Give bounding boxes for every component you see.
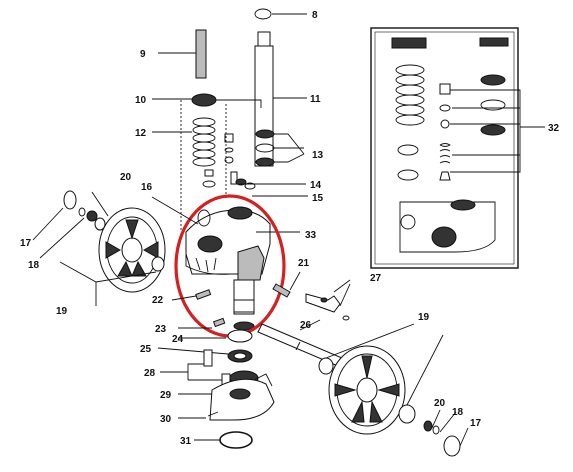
left-wheel (94, 207, 166, 293)
label-18-right: 18 (452, 407, 464, 418)
inset-detail-panel (370, 27, 545, 269)
label-32: 32 (548, 123, 560, 134)
label-17-right: 17 (470, 418, 482, 429)
label-18-left: 18 (28, 260, 40, 271)
bearing-25 (157, 347, 253, 363)
label-16: 16 (141, 182, 153, 193)
label-19-left: 19 (56, 306, 68, 317)
link-27 (305, 279, 351, 321)
pin-22 (171, 289, 212, 301)
label-13: 13 (312, 150, 324, 161)
label-8: 8 (312, 10, 318, 21)
right-washers (423, 409, 469, 457)
label-23: 23 (155, 324, 167, 335)
lever-29 (178, 373, 275, 421)
ring-23-24 (178, 317, 253, 343)
label-33: 33 (305, 230, 317, 241)
part-labels: 8 9 10 11 12 13 14 15 16 17 18 19 20 21 … (20, 10, 560, 447)
label-19-right: 19 (418, 312, 430, 323)
label-22: 22 (152, 295, 164, 306)
label-30: 30 (160, 414, 172, 425)
label-9: 9 (140, 49, 146, 60)
top-oring (254, 8, 307, 20)
label-21: 21 (298, 258, 310, 269)
label-14: 14 (310, 180, 322, 191)
inset-spring (395, 64, 425, 126)
seal-set-13 (255, 129, 305, 167)
label-27: 27 (370, 273, 382, 284)
pin-30 (178, 411, 219, 419)
left-washers (32, 190, 165, 306)
spring-12 (152, 117, 216, 167)
seal-10 (152, 93, 262, 108)
bolt-21 (272, 271, 301, 298)
piston-rod-11 (254, 31, 307, 167)
label-24: 24 (172, 334, 184, 345)
label-31: 31 (180, 436, 192, 447)
pin-9 (158, 29, 207, 79)
label-17-left: 17 (20, 238, 32, 249)
label-28: 28 (144, 368, 156, 379)
label-25: 25 (140, 344, 152, 355)
ring-31 (194, 431, 253, 449)
label-15: 15 (312, 193, 324, 204)
label-20-right: 20 (434, 398, 446, 409)
label-20-left: 20 (120, 172, 132, 183)
label-10: 10 (135, 95, 147, 106)
pump-housing (185, 206, 300, 331)
label-29: 29 (160, 390, 172, 401)
label-11: 11 (310, 94, 321, 105)
label-12: 12 (135, 128, 147, 139)
valve-parts (202, 133, 308, 197)
label-26: 26 (300, 320, 312, 331)
right-wheel (318, 323, 444, 435)
